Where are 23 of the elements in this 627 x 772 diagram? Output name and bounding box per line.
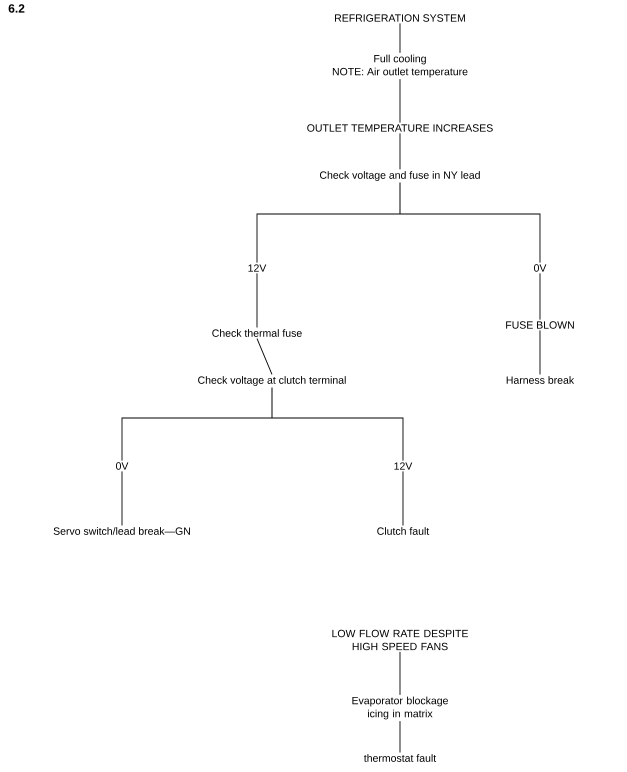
step-text: Check thermal fuse [212, 329, 302, 337]
step-text: Evaporator blockage icing in matrix [352, 696, 448, 720]
step-text: Harness break [506, 376, 574, 384]
step-text: thermostat fault [364, 754, 436, 762]
connector-line [272, 387, 404, 462]
connector-line [256, 338, 272, 375]
step-text: 12V [248, 264, 266, 272]
connector-line [402, 470, 404, 526]
step-text: 12V [394, 462, 412, 470]
step-text: 0V [534, 264, 546, 272]
step-text: Check voltage at clutch terminal [198, 376, 346, 386]
step-text: REFRIGERATION SYSTEM [335, 14, 465, 22]
connector-line [256, 272, 258, 328]
step-text: Full cooling NOTE: Air outlet temperature [332, 54, 468, 78]
figure-number: 6.2 [8, 4, 24, 13]
step-text: Servo switch/lead break—GN [54, 527, 190, 535]
step-text: LOW FLOW RATE DESPITE HIGH SPEED FANS [332, 630, 468, 650]
step-text: 0V [116, 462, 128, 470]
step-text: OUTLET TEMPERATURE INCREASES [307, 124, 493, 132]
connector-line [400, 182, 540, 264]
step-text: Clutch fault [377, 527, 430, 535]
step-text: FUSE BLOWN [506, 321, 574, 329]
step-text: Check voltage and fuse in NY lead [320, 171, 480, 181]
